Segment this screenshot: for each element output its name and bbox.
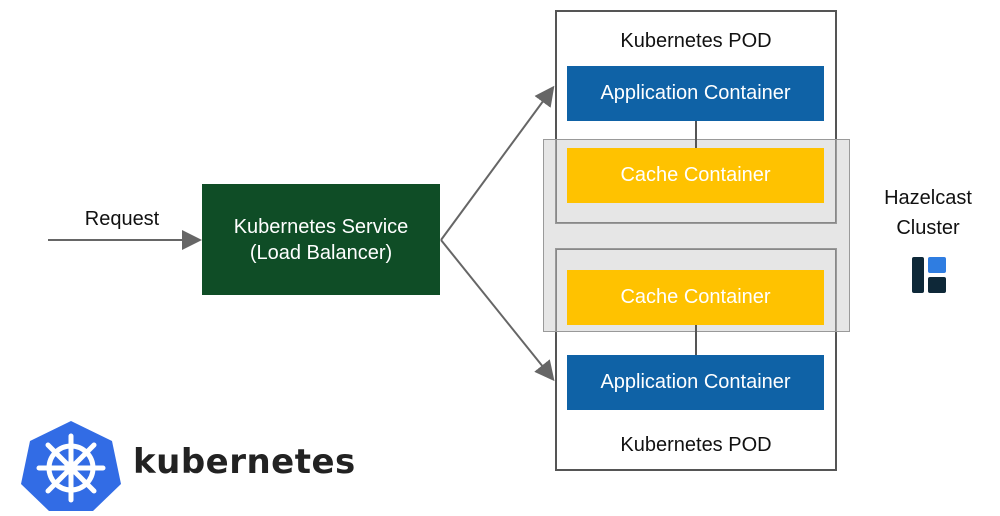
pod-top-application-container: Application Container — [567, 66, 824, 121]
service-line2: (Load Balancer) — [249, 241, 393, 264]
kubernetes-helm-icon — [21, 421, 121, 511]
pod-top-title: Kubernetes POD — [620, 30, 772, 52]
arrow-to-top-pod — [440, 85, 555, 241]
service-line1: Kubernetes Service — [233, 215, 409, 238]
cluster-line2: Cluster — [896, 217, 960, 239]
pod-bottom-link — [695, 325, 697, 355]
pod-bottom-cache-container: Cache Container — [567, 270, 824, 325]
hazelcast-cluster-label: Hazelcast Cluster — [868, 183, 988, 243]
pod-top-cache-container: Cache Container — [567, 148, 824, 203]
pod-bottom-title: Kubernetes POD — [620, 434, 772, 456]
arrow-to-bottom-pod — [440, 239, 555, 382]
cluster-line1: Hazelcast — [884, 187, 972, 209]
hazelcast-logo-icon — [912, 257, 946, 293]
request-label: Request — [84, 208, 160, 230]
pod-top-link — [695, 121, 697, 148]
kubernetes-service-box: Kubernetes Service (Load Balancer) — [202, 184, 440, 295]
kubernetes-wordmark: kubernetes — [133, 442, 356, 482]
pod-bottom-application-container: Application Container — [567, 355, 824, 410]
